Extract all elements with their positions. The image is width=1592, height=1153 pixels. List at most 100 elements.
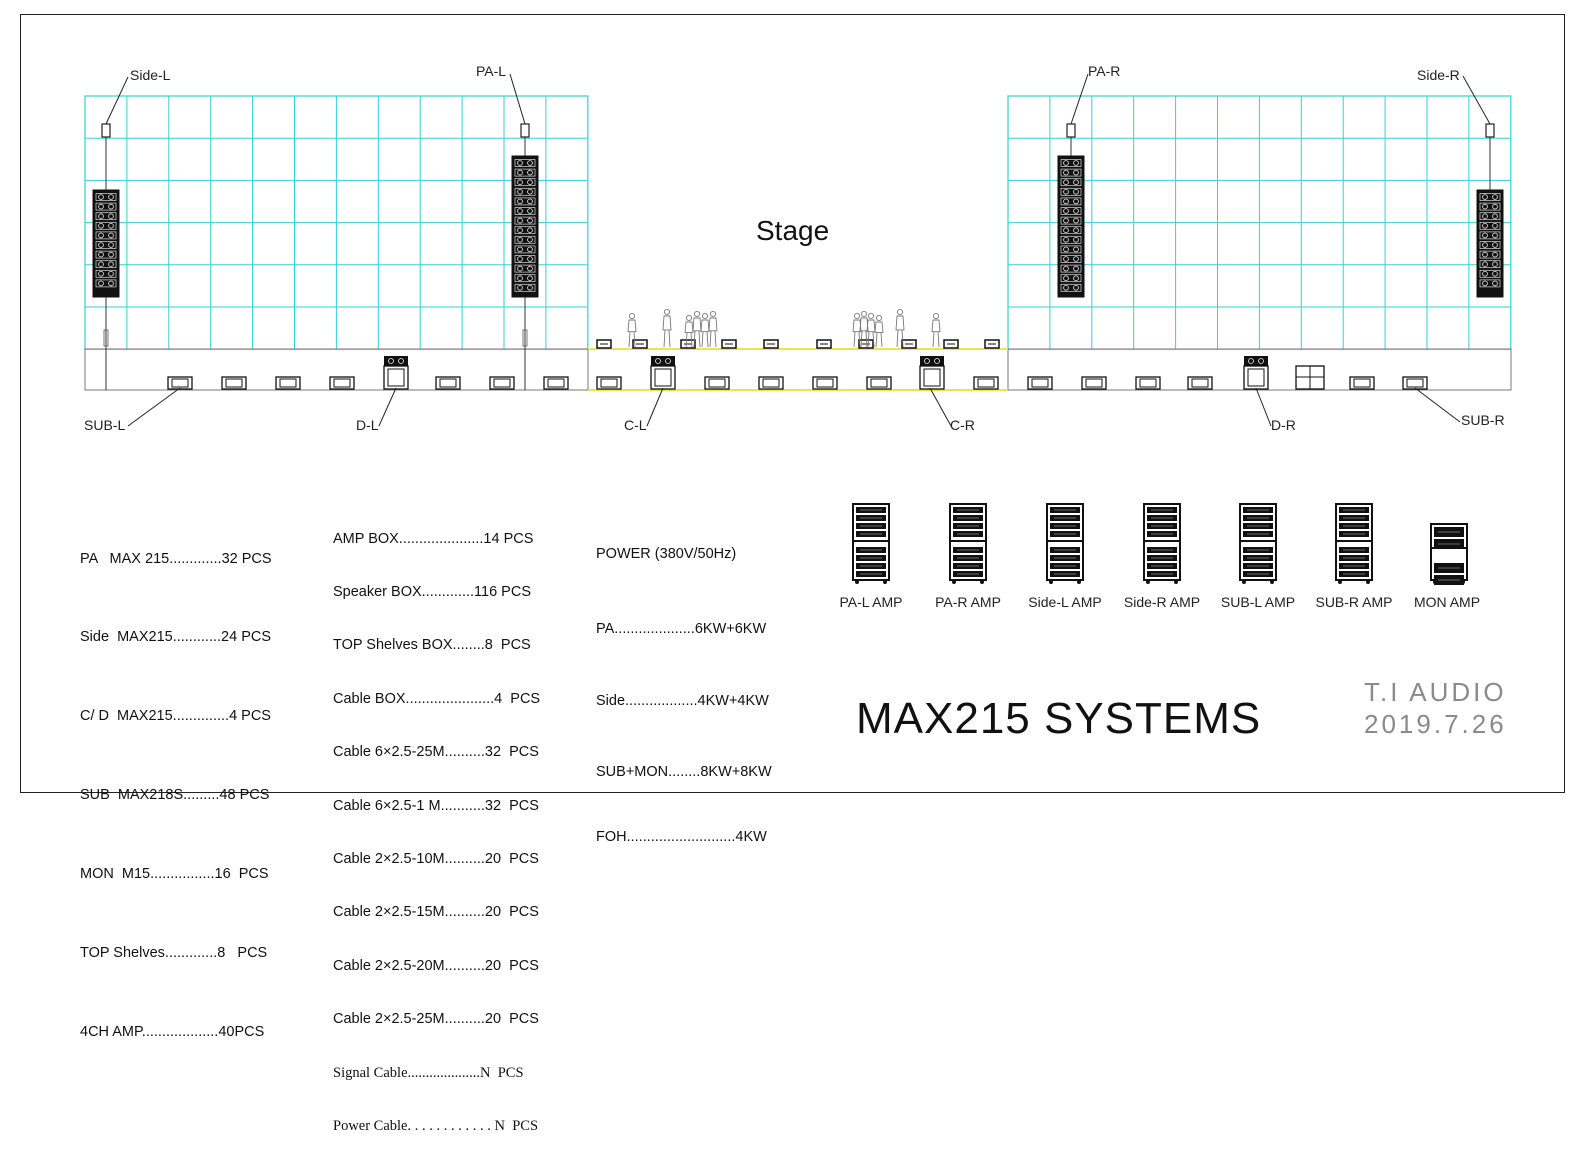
performer-body xyxy=(852,319,862,333)
performer xyxy=(684,314,694,348)
driver-circle xyxy=(108,223,114,229)
performer-body xyxy=(627,319,637,333)
led-screen-right xyxy=(1007,95,1512,350)
d-l-fill xyxy=(383,356,409,390)
driver-circle xyxy=(1063,275,1069,282)
driver-circle xyxy=(1063,179,1069,186)
driver-circle xyxy=(517,227,523,234)
stage-front-edge xyxy=(588,348,1008,391)
stage-outline xyxy=(84,348,1512,391)
subwoofer xyxy=(596,376,622,390)
amp-label-pa-l: PA-L AMP xyxy=(839,594,902,610)
brand-name: T.I AUDIO xyxy=(1364,677,1507,707)
sub-driver xyxy=(547,378,565,388)
sub-driver xyxy=(1085,378,1103,388)
driver-circle xyxy=(1482,213,1488,220)
driver-circle xyxy=(517,265,523,272)
sub-cabinet xyxy=(167,376,193,390)
driver-circle xyxy=(517,275,523,282)
label-pa-l: PA-L xyxy=(476,63,506,79)
subwoofer xyxy=(866,376,892,390)
performer-head xyxy=(701,312,709,320)
sub-driver xyxy=(1139,378,1157,388)
c-l-fill xyxy=(650,356,676,390)
subwoofer xyxy=(973,376,999,390)
driver-circle xyxy=(98,194,104,200)
driver-circle xyxy=(1492,261,1498,268)
amplifier-racks xyxy=(852,503,1468,585)
performer-head xyxy=(860,310,868,318)
sub-cabinet xyxy=(489,376,515,390)
driver-circle xyxy=(108,203,114,210)
cable-item-power: Power Cable. . . . . . . . . . . . N PCS xyxy=(333,1117,539,1134)
performer-body xyxy=(874,321,884,334)
performer-legs xyxy=(860,330,868,348)
array-cabinet xyxy=(1479,193,1501,201)
driver-circle xyxy=(527,227,533,234)
leader-lines xyxy=(105,73,1491,427)
array-cabinet xyxy=(95,241,117,249)
driver-circle xyxy=(1482,280,1488,287)
driver-circle xyxy=(517,256,523,262)
array-cabinet xyxy=(1060,274,1082,283)
d-r-fill xyxy=(1243,356,1269,390)
driver-circle xyxy=(98,213,104,220)
driver-circle xyxy=(1073,256,1079,262)
performer-legs xyxy=(709,330,717,348)
cable-item: Cable BOX......................4 PCS xyxy=(333,690,541,707)
drawing-date: 2019.7.26 xyxy=(1364,709,1507,739)
array-cabinet xyxy=(1060,159,1082,167)
sub-driver xyxy=(1406,378,1424,388)
sub-cabinet xyxy=(221,376,247,390)
array-cabinet xyxy=(95,279,117,288)
array-cabinet xyxy=(1060,178,1082,187)
driver-circle xyxy=(1073,227,1079,234)
cable-item: Speaker BOX.............116 PCS xyxy=(333,583,531,600)
sub-driver xyxy=(816,378,834,388)
performer-head xyxy=(628,312,636,320)
driver-circle xyxy=(527,246,533,253)
rack-wheel xyxy=(1366,580,1370,584)
pole-clamp xyxy=(103,329,109,347)
side-r-array xyxy=(1476,189,1504,298)
array-cabinet xyxy=(1479,212,1501,221)
performer xyxy=(700,312,710,348)
sub-driver xyxy=(1247,368,1265,387)
equipment-item: SUB MAX218S.........48 PCS xyxy=(80,787,270,804)
amp-label-side-l: Side-L AMP xyxy=(1028,594,1101,610)
performer xyxy=(895,308,905,348)
driver-circle xyxy=(527,265,533,272)
sub-driver xyxy=(977,378,995,388)
cable-item: Cable 2×2.5-10M..........20 PCS xyxy=(333,850,539,867)
driver-circle xyxy=(108,213,114,220)
performer-legs xyxy=(932,331,940,348)
sub-cabinet xyxy=(543,376,569,390)
performer-legs xyxy=(896,329,904,348)
array-cabinet xyxy=(1479,202,1501,211)
amp-label-pa-r: PA-R AMP xyxy=(935,594,1001,610)
driver-circle xyxy=(527,256,533,262)
power-title: POWER (380V/50Hz) xyxy=(596,546,737,562)
amp-rack xyxy=(1046,503,1084,584)
array-cabinet xyxy=(1060,216,1082,225)
subwoofer xyxy=(275,376,301,390)
cable-item: Cable 6×2.5-25M..........32 PCS xyxy=(333,744,539,761)
rigging-motor xyxy=(101,123,111,138)
driver-circle xyxy=(527,208,533,214)
sub-driver xyxy=(225,378,243,388)
sub-driver xyxy=(870,378,888,388)
amp-labels: PA-L AMP PA-R AMP Side-L AMP Side-R AMP … xyxy=(839,594,1480,610)
driver-circle xyxy=(517,160,523,166)
sub-driver xyxy=(1191,378,1209,388)
led-screen-left xyxy=(84,95,589,350)
array-cabinet xyxy=(514,255,536,263)
driver-circle xyxy=(527,284,533,291)
array-cabinet xyxy=(1060,235,1082,244)
sub-driver xyxy=(333,378,351,388)
array-cabinet xyxy=(514,207,536,215)
array-cabinet xyxy=(514,197,536,206)
performer-legs xyxy=(693,330,701,348)
pa-l-array xyxy=(511,155,539,298)
driver-circle xyxy=(1492,251,1498,258)
rack-wheel xyxy=(855,580,859,584)
